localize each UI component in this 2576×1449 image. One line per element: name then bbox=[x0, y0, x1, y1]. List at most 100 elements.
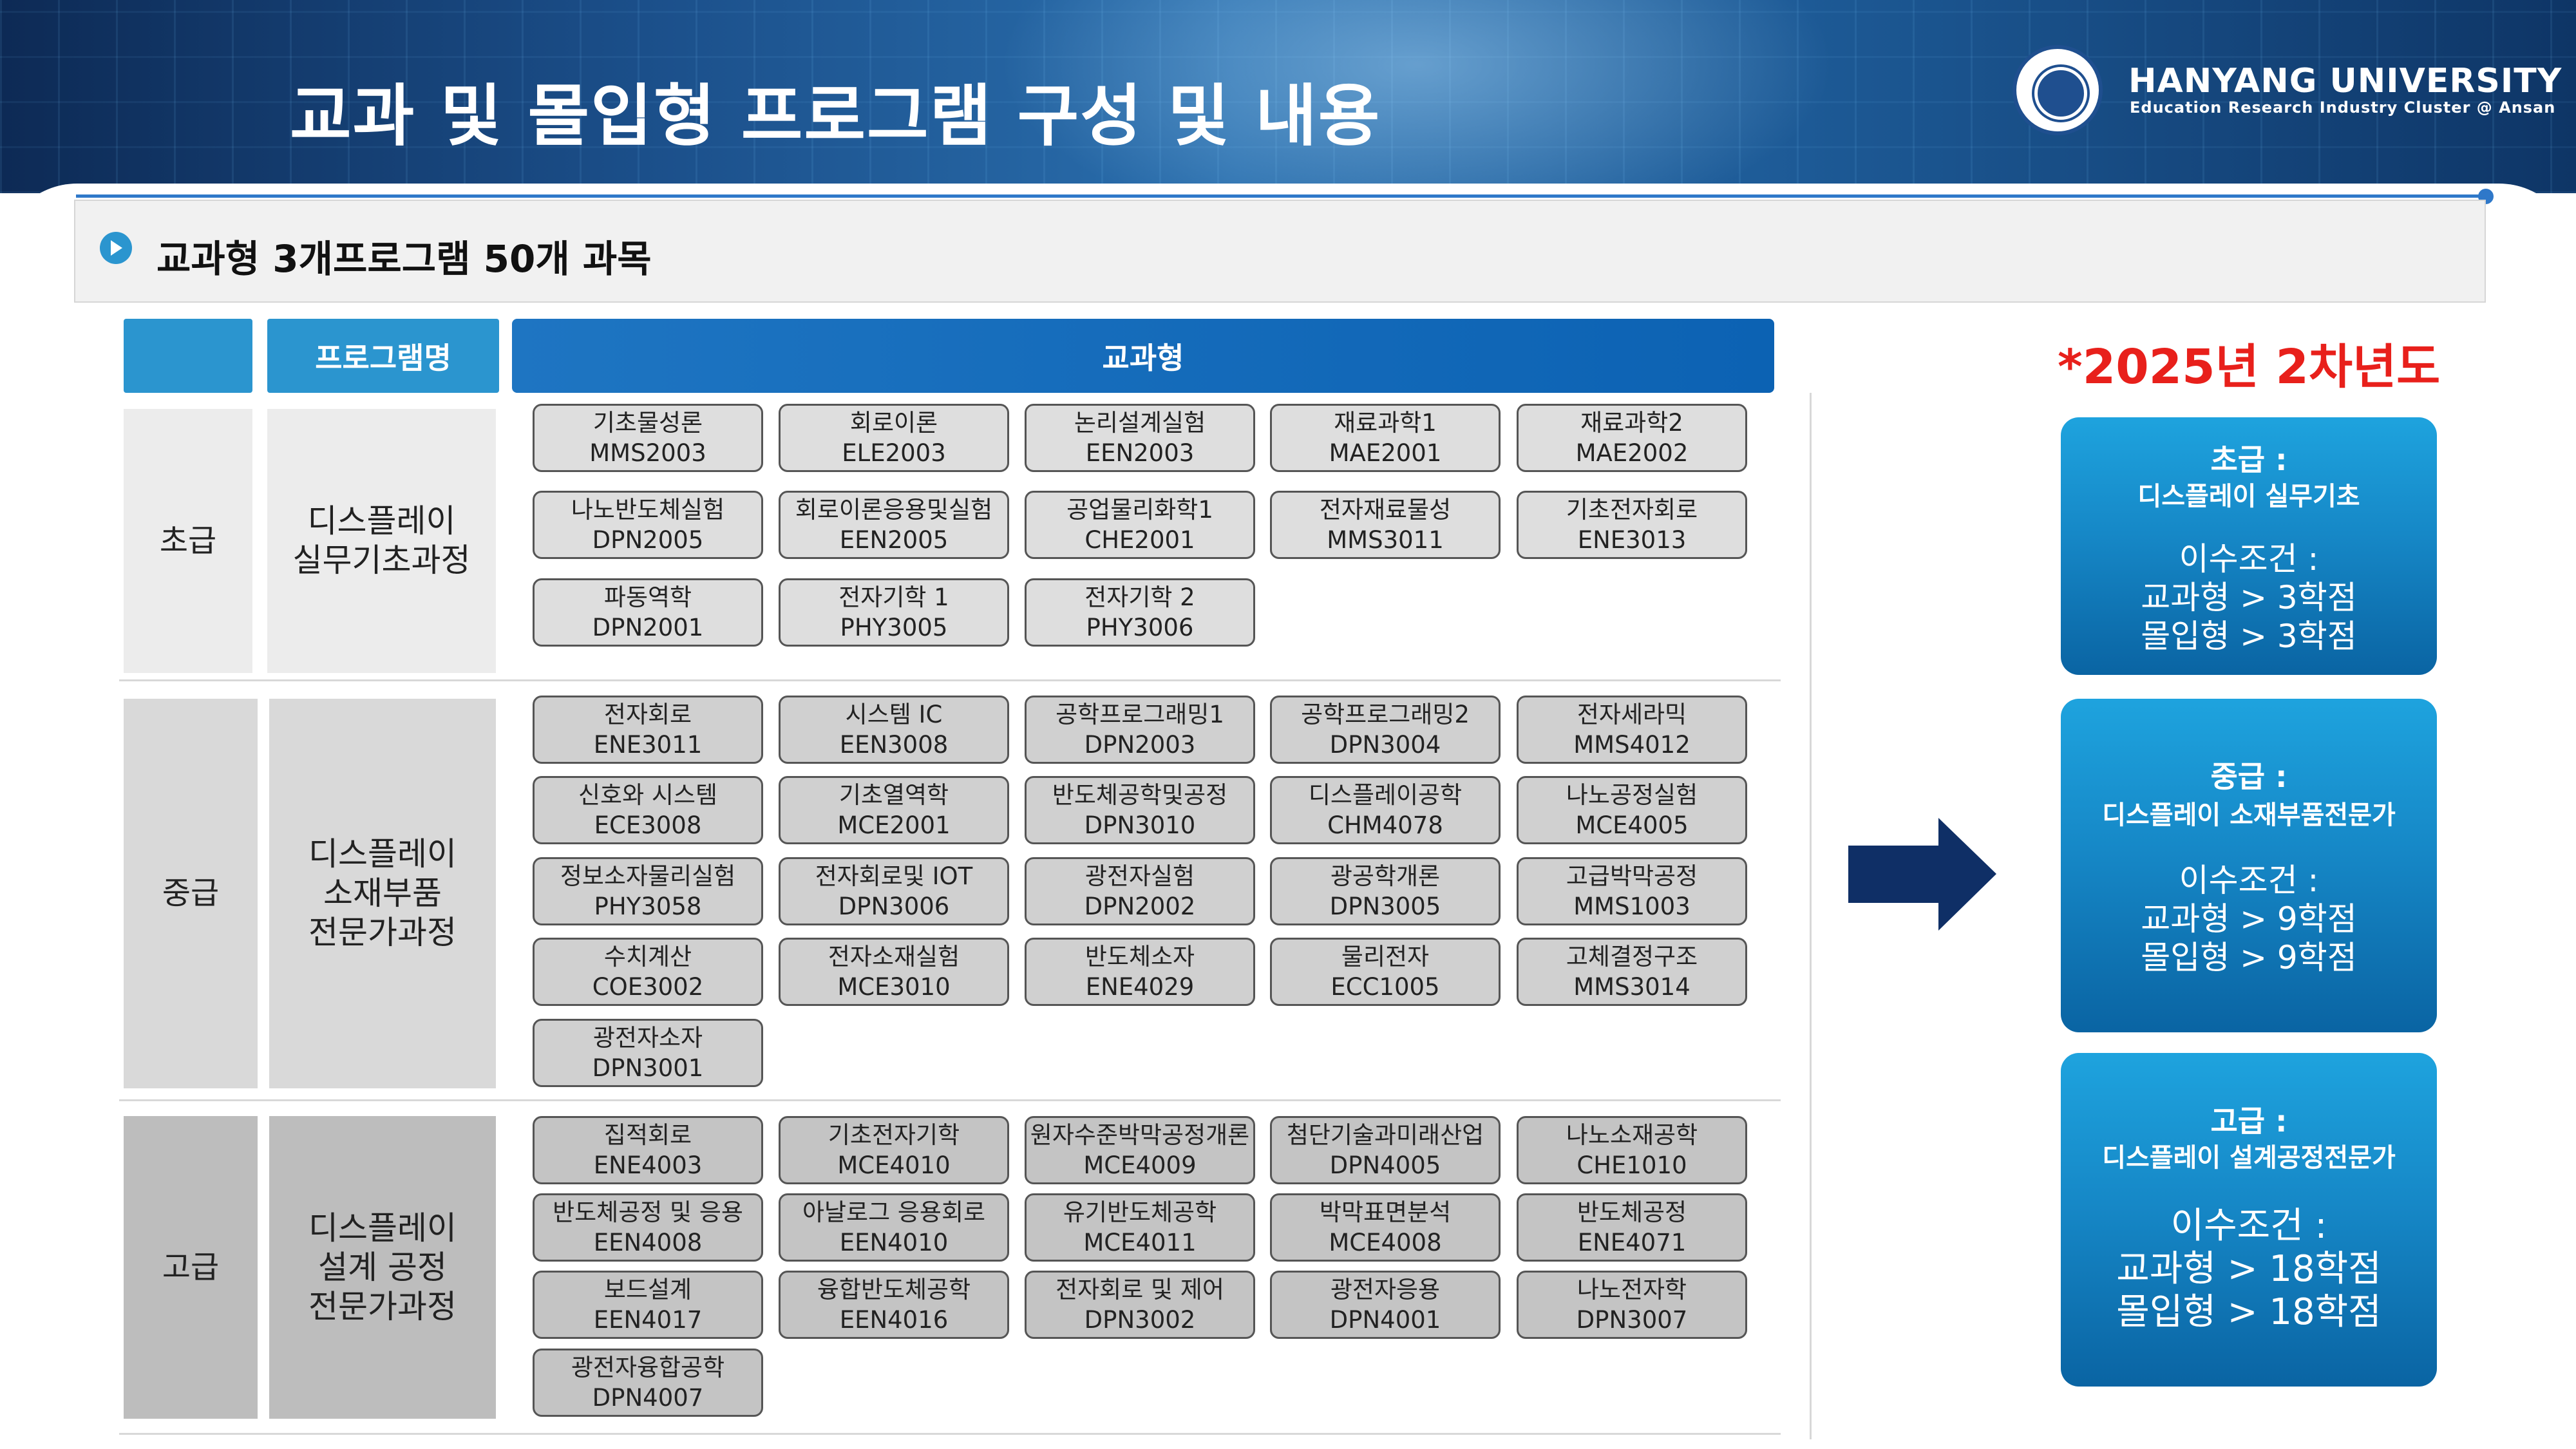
course-code: MCE4005 bbox=[1575, 811, 1689, 839]
level-label: 초급 bbox=[159, 522, 217, 559]
course-code: DPN3006 bbox=[838, 893, 950, 920]
course-name: 반도체공정 및 응용 bbox=[553, 1198, 743, 1226]
course-name: 기초전자회로 bbox=[1566, 495, 1698, 524]
course-name: 반도체공학및공정 bbox=[1052, 781, 1228, 809]
summary-level: 중급 : bbox=[2210, 759, 2287, 794]
summary-program: 디스플레이 소재부품전문가 bbox=[2102, 800, 2396, 830]
program-line: 디스플레이 bbox=[308, 835, 457, 873]
course-name: 기초전자기학 bbox=[828, 1121, 960, 1149]
course-code: PHY3005 bbox=[840, 614, 948, 641]
page-title: 교과 및 몰입형 프로그램 구성 및 내용 bbox=[290, 77, 1381, 155]
course-code: EEN4016 bbox=[839, 1306, 949, 1334]
course-name: 전자회로 및 제어 bbox=[1056, 1275, 1224, 1303]
course-code: DPN4001 bbox=[1329, 1306, 1441, 1334]
course-code: MMS4012 bbox=[1573, 731, 1690, 759]
course-code: MCE2001 bbox=[837, 811, 951, 839]
course-name: 회로이론 bbox=[849, 408, 938, 437]
course-code: DPN3007 bbox=[1576, 1306, 1688, 1334]
course-name: 기초물성론 bbox=[592, 408, 703, 437]
course-name: 정보소자물리실험 bbox=[560, 862, 736, 890]
condition-line: 교과형 > 9학점 bbox=[2141, 900, 2357, 938]
course-code: ECC1005 bbox=[1331, 973, 1440, 1001]
section-bar bbox=[74, 200, 2486, 303]
course-item: 나노전자학 DPN3007 bbox=[1517, 1271, 1747, 1339]
course-code: DPN2002 bbox=[1084, 893, 1196, 920]
condition-line: 이수조건 : bbox=[2179, 540, 2319, 578]
level-cell-intermediate: 중급 bbox=[124, 699, 258, 1088]
course-code: CHM4078 bbox=[1327, 811, 1443, 839]
course-name: 반도체소자 bbox=[1084, 942, 1195, 971]
course-name: 신호와 시스템 bbox=[578, 781, 717, 809]
course-name: 전자소재실험 bbox=[828, 942, 960, 971]
course-code: DPN3010 bbox=[1084, 811, 1196, 839]
course-name: 광전자실험 bbox=[1084, 862, 1195, 890]
column-separator bbox=[1810, 393, 1812, 1439]
program-line: 소재부품 bbox=[323, 875, 442, 912]
course-code: ENE3013 bbox=[1577, 526, 1687, 554]
course-name: 첨단기술과미래산업 bbox=[1286, 1121, 1484, 1149]
condition-line: 몰입형 > 18학점 bbox=[2116, 1291, 2382, 1334]
course-name: 수치계산 bbox=[603, 942, 692, 971]
course-name: 공학프로그래밍1 bbox=[1056, 700, 1224, 728]
course-name: 아날로그 응용회로 bbox=[802, 1198, 986, 1226]
course-name: 나노소재공학 bbox=[1566, 1121, 1698, 1149]
row-separator bbox=[119, 1433, 1781, 1435]
course-name: 고체결정구조 bbox=[1566, 942, 1698, 971]
course-code: PHY3006 bbox=[1086, 614, 1194, 641]
course-code: MMS1003 bbox=[1573, 893, 1690, 920]
course-code: MMS3014 bbox=[1573, 973, 1690, 1001]
course-code: EEN4008 bbox=[593, 1229, 703, 1256]
course-name: 전자회로 bbox=[603, 700, 692, 728]
course-name: 광전자융합공학 bbox=[571, 1353, 725, 1381]
course-code: DPN2001 bbox=[592, 614, 704, 641]
course-name: 물리전자 bbox=[1341, 942, 1430, 971]
course-name: 회로이론응용및실험 bbox=[795, 495, 993, 524]
program-line: 디스플레이 bbox=[308, 1209, 457, 1247]
summary-conditions: 이수조건 : 교과형 > 3학점 몰입형 > 3학점 bbox=[2061, 540, 2437, 656]
right-arrow-icon bbox=[1848, 818, 1996, 931]
course-name: 시스템 IC bbox=[845, 700, 943, 728]
program-line: 실무기초과정 bbox=[292, 542, 471, 579]
course-name: 광전자소자 bbox=[592, 1023, 703, 1052]
course-name: 디스플레이공학 bbox=[1308, 781, 1463, 809]
course-code: DPN2003 bbox=[1084, 731, 1196, 759]
level-label: 중급 bbox=[162, 875, 220, 912]
row-separator bbox=[119, 1099, 1781, 1101]
course-name: 전자기학 2 bbox=[1084, 583, 1195, 611]
course-name: 원자수준박막공정개론 bbox=[1030, 1121, 1250, 1149]
level-cell-advanced: 고급 bbox=[124, 1116, 258, 1419]
summary-box-advanced: 고급 : 디스플레이 설계공정전문가 이수조건 : 교과형 > 18학점 몰입형… bbox=[2061, 1053, 2437, 1387]
course-name: 나노전자학 bbox=[1577, 1275, 1687, 1303]
course-code: MAE2002 bbox=[1575, 439, 1689, 467]
program-line: 전문가과정 bbox=[308, 914, 457, 951]
course-name: 고급박막공정 bbox=[1566, 862, 1698, 890]
course-name: 전자기학 1 bbox=[838, 583, 949, 611]
course-code: CHE2001 bbox=[1084, 526, 1195, 554]
university-subtitle: Education Research Industry Cluster @ An… bbox=[2130, 99, 2556, 117]
summary-box-beginner: 초급 : 디스플레이 실무기초 이수조건 : 교과형 > 3학점 몰입형 > 3… bbox=[2061, 417, 2437, 675]
summary-conditions: 이수조건 : 교과형 > 18학점 몰입형 > 18학점 bbox=[2061, 1204, 2437, 1334]
course-code: PHY3058 bbox=[594, 893, 702, 920]
course-code: DPN4005 bbox=[1329, 1151, 1441, 1179]
course-code: EEN4017 bbox=[593, 1306, 703, 1334]
